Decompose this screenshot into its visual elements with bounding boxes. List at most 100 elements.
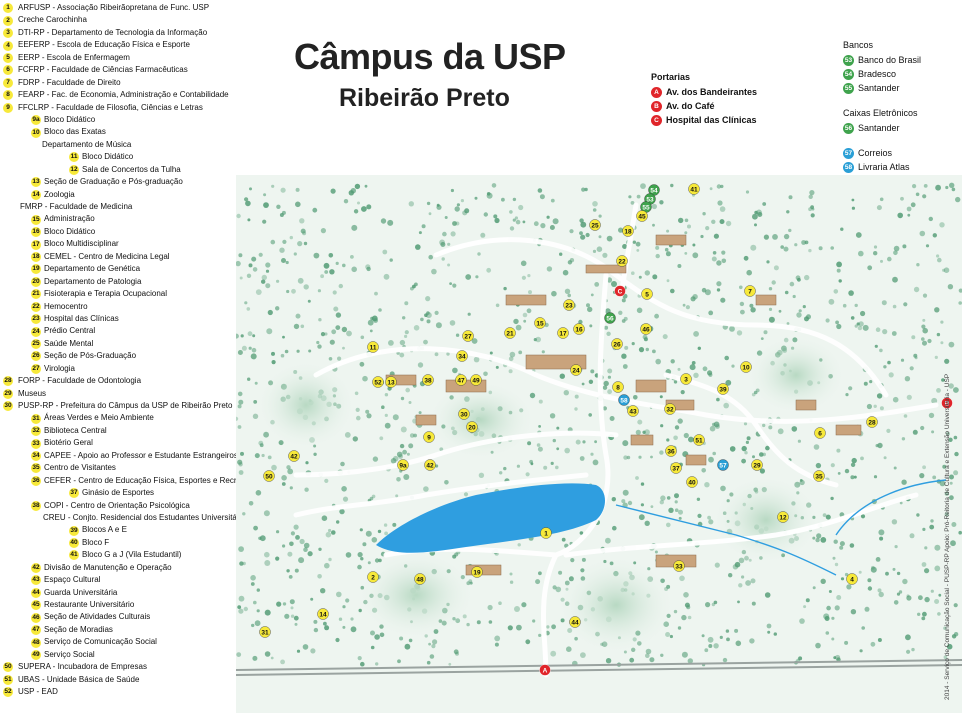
map-marker-label: 30 bbox=[460, 411, 468, 418]
map-marker-43[interactable]: 43 bbox=[627, 405, 639, 417]
map-marker-label: 24 bbox=[572, 367, 580, 374]
map-marker-label: 16 bbox=[575, 326, 583, 333]
legend-item-label: Departamento de Patologia bbox=[44, 276, 142, 286]
map-marker-39[interactable]: 39 bbox=[717, 383, 729, 395]
map-marker-8[interactable]: 8 bbox=[612, 381, 624, 393]
map-marker-2[interactable]: 2 bbox=[367, 571, 379, 583]
map-marker-9a[interactable]: 9a bbox=[397, 459, 409, 471]
map-marker-27[interactable]: 27 bbox=[462, 330, 474, 342]
map-marker-45[interactable]: 45 bbox=[636, 210, 648, 222]
map-marker-10[interactable]: 10 bbox=[740, 361, 752, 373]
legend-item-label: Divisão de Manutenção e Operação bbox=[44, 562, 172, 572]
map-marker-label: 49 bbox=[472, 377, 480, 384]
map-marker-4[interactable]: 4 bbox=[846, 573, 858, 585]
map-marker-46[interactable]: 46 bbox=[640, 323, 652, 335]
map-marker-11[interactable]: 11 bbox=[367, 341, 379, 353]
map-marker-37[interactable]: 37 bbox=[670, 462, 682, 474]
map-marker-7[interactable]: 7 bbox=[744, 285, 756, 297]
map-marker-15[interactable]: 15 bbox=[534, 317, 546, 329]
map-marker-32[interactable]: 32 bbox=[664, 403, 676, 415]
legend-item-label: FDRP - Faculdade de Direito bbox=[18, 77, 121, 87]
map-marker-19[interactable]: 19 bbox=[471, 566, 483, 578]
map-marker-label: 29 bbox=[753, 462, 761, 469]
bancos-label: Bradesco bbox=[858, 69, 897, 79]
legend-number-badge: 18 bbox=[31, 251, 41, 262]
map-marker-16[interactable]: 16 bbox=[573, 323, 585, 335]
map-marker-29[interactable]: 29 bbox=[751, 459, 763, 471]
map-marker-A[interactable]: A bbox=[539, 664, 551, 676]
map-marker-label: 7 bbox=[748, 288, 752, 295]
map-marker-33[interactable]: 33 bbox=[673, 560, 685, 572]
map-marker-42[interactable]: 42 bbox=[424, 459, 436, 471]
map-marker-label: A bbox=[543, 667, 548, 674]
map-marker-label: 51 bbox=[695, 437, 703, 444]
legend-item-label: CEMEL - Centro de Medicina Legal bbox=[44, 251, 170, 261]
map-marker-35[interactable]: 35 bbox=[813, 470, 825, 482]
map-marker-label: C bbox=[618, 288, 623, 295]
map-marker-41[interactable]: 41 bbox=[688, 183, 700, 195]
map-marker-51[interactable]: 51 bbox=[693, 434, 705, 446]
map-marker-26[interactable]: 26 bbox=[611, 338, 623, 350]
map-marker-44[interactable]: 44 bbox=[569, 616, 581, 628]
map-marker-52[interactable]: 52 bbox=[372, 376, 384, 388]
map-marker-58[interactable]: 58 bbox=[618, 394, 630, 406]
map-marker-28[interactable]: 28 bbox=[866, 416, 878, 428]
map-marker-21[interactable]: 21 bbox=[504, 327, 516, 339]
map-marker-14[interactable]: 14 bbox=[317, 608, 329, 620]
map-marker-label: 19 bbox=[473, 569, 481, 576]
map-marker-1[interactable]: 1 bbox=[540, 527, 552, 539]
map-marker-B[interactable]: B bbox=[941, 397, 953, 409]
legend-item-label: Bloco G a J (Vila Estudantil) bbox=[82, 550, 182, 560]
map-stream bbox=[615, 479, 947, 576]
map-marker-24[interactable]: 24 bbox=[570, 364, 582, 376]
map-marker-49[interactable]: 49 bbox=[470, 374, 482, 386]
map-marker-47[interactable]: 47 bbox=[455, 374, 467, 386]
map-marker-9[interactable]: 9 bbox=[423, 431, 435, 443]
map-marker-18[interactable]: 18 bbox=[622, 225, 634, 237]
map-marker-C[interactable]: C bbox=[614, 285, 626, 297]
legend-item-label: Seção de Pós-Graduação bbox=[44, 351, 137, 361]
map-marker-50[interactable]: 50 bbox=[263, 470, 275, 482]
map-marker-label: 58 bbox=[620, 397, 628, 404]
map-marker-36[interactable]: 36 bbox=[665, 445, 677, 457]
map-marker-34[interactable]: 34 bbox=[456, 350, 468, 362]
bancos-marker: 55 bbox=[843, 82, 854, 94]
map-marker-5[interactable]: 5 bbox=[641, 288, 653, 300]
legend-item-label: Serviço Social bbox=[44, 649, 95, 659]
map-marker-22[interactable]: 22 bbox=[616, 255, 628, 267]
map-marker-20[interactable]: 20 bbox=[466, 421, 478, 433]
map-marker-40[interactable]: 40 bbox=[686, 476, 698, 488]
map-marker-6[interactable]: 6 bbox=[814, 427, 826, 439]
legend-number-badge: 7 bbox=[3, 77, 13, 88]
legend-number-badge: 33 bbox=[31, 438, 41, 449]
servicos-label: Correios bbox=[858, 148, 893, 158]
map-marker-25[interactable]: 25 bbox=[589, 219, 601, 231]
map-marker-13[interactable]: 13 bbox=[385, 376, 397, 388]
map-marker-56[interactable]: 56 bbox=[604, 312, 616, 324]
legend-item-label: Saúde Mental bbox=[44, 338, 94, 348]
map-marker-57[interactable]: 57 bbox=[717, 459, 729, 471]
legend-item: 7 FDRP - Faculdade de Direito bbox=[3, 77, 239, 89]
map-marker-3[interactable]: 3 bbox=[680, 373, 692, 385]
map-marker-42[interactable]: 42 bbox=[288, 450, 300, 462]
map-marker-12[interactable]: 12 bbox=[777, 511, 789, 523]
map-marker-30[interactable]: 30 bbox=[458, 408, 470, 420]
map-marker-31[interactable]: 31 bbox=[259, 626, 271, 638]
map-marker-23[interactable]: 23 bbox=[563, 299, 575, 311]
map-marker-17[interactable]: 17 bbox=[557, 327, 569, 339]
map-marker-label: 42 bbox=[426, 462, 434, 469]
map-marker-48[interactable]: 48 bbox=[414, 573, 426, 585]
legend-number-badge: 8 bbox=[3, 90, 13, 101]
map-marker-38[interactable]: 38 bbox=[422, 374, 434, 386]
